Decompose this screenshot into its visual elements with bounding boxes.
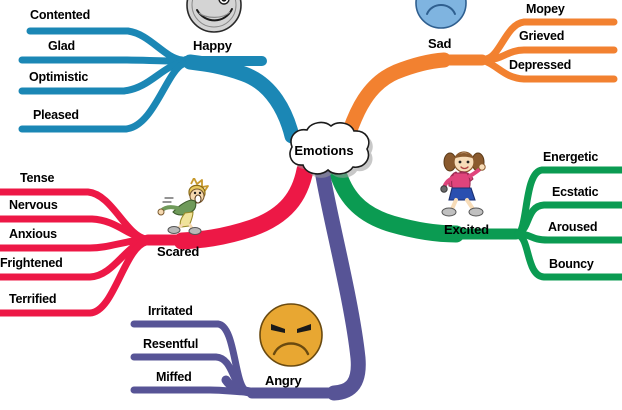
angry-face-icon (258, 302, 324, 368)
branch-sad-child-1 (482, 46, 618, 64)
branch-excited-child-3 (514, 231, 622, 281)
branch-happy-child-1 (18, 56, 186, 65)
leaf-label-resentful: Resentful (143, 337, 199, 351)
branch-excited-child-2 (514, 230, 622, 244)
leaf-label-ecstatic: Ecstatic (552, 185, 599, 199)
branch-sad-trunk (340, 52, 452, 144)
leaf-label-mopey: Mopey (526, 2, 565, 16)
leaf-label-bouncy: Bouncy (549, 257, 594, 271)
node-label-angry: Angry (265, 373, 302, 388)
leaf-label-terrified: Terrified (9, 292, 57, 306)
node-label-sad: Sad (428, 36, 452, 51)
center-node-label: Emotions (294, 142, 354, 158)
center-node[interactable]: Emotions (277, 128, 371, 172)
leaf-label-depressed: Depressed (509, 58, 572, 72)
branch-scared (0, 161, 314, 317)
leaf-label-anxious: Anxious (9, 227, 57, 241)
branch-excited-trunk (328, 161, 465, 243)
branch-scared-child-2 (0, 236, 150, 252)
branch-scared-child-4 (0, 238, 150, 317)
branch-excited (328, 161, 622, 281)
branch-sad-child-2 (483, 58, 618, 83)
leaf-label-contented: Contented (30, 8, 90, 22)
leaf-label-irritated: Irritated (148, 304, 193, 318)
branch-angry (130, 162, 366, 401)
leaf-label-energetic: Energetic (543, 150, 599, 164)
leaf-label-nervous: Nervous (9, 198, 58, 212)
branch-sad (340, 18, 618, 144)
branch-happy (18, 27, 300, 144)
node-label-happy: Happy (193, 38, 232, 53)
sad-face-icon (412, 0, 470, 32)
running-scared-person-icon (155, 178, 217, 236)
branch-happy-child-2 (18, 59, 186, 95)
leaf-label-miffed: Miffed (156, 370, 192, 384)
leaf-label-grieved: Grieved (519, 29, 565, 43)
node-label-excited: Excited (444, 222, 489, 237)
branch-happy-child-3 (18, 60, 187, 133)
leaf-label-tense: Tense (20, 171, 55, 185)
leaf-label-glad: Glad (48, 39, 75, 53)
leaf-label-optimistic: Optimistic (29, 70, 89, 84)
branch-happy-trunk (182, 54, 300, 144)
leaf-label-aroused: Aroused (548, 220, 598, 234)
branch-scared-trunk (173, 161, 314, 250)
smiley-wink-icon (183, 0, 245, 36)
excited-girl-icon (437, 148, 495, 220)
branch-angry-child-2 (130, 386, 252, 396)
center-node-cloud[interactable] (289, 121, 373, 178)
node-label-scared: Scared (157, 244, 200, 259)
leaf-label-frightened: Frightened (0, 256, 63, 270)
leaf-label-pleased: Pleased (33, 108, 79, 122)
branch-angry-trunk (314, 162, 366, 401)
